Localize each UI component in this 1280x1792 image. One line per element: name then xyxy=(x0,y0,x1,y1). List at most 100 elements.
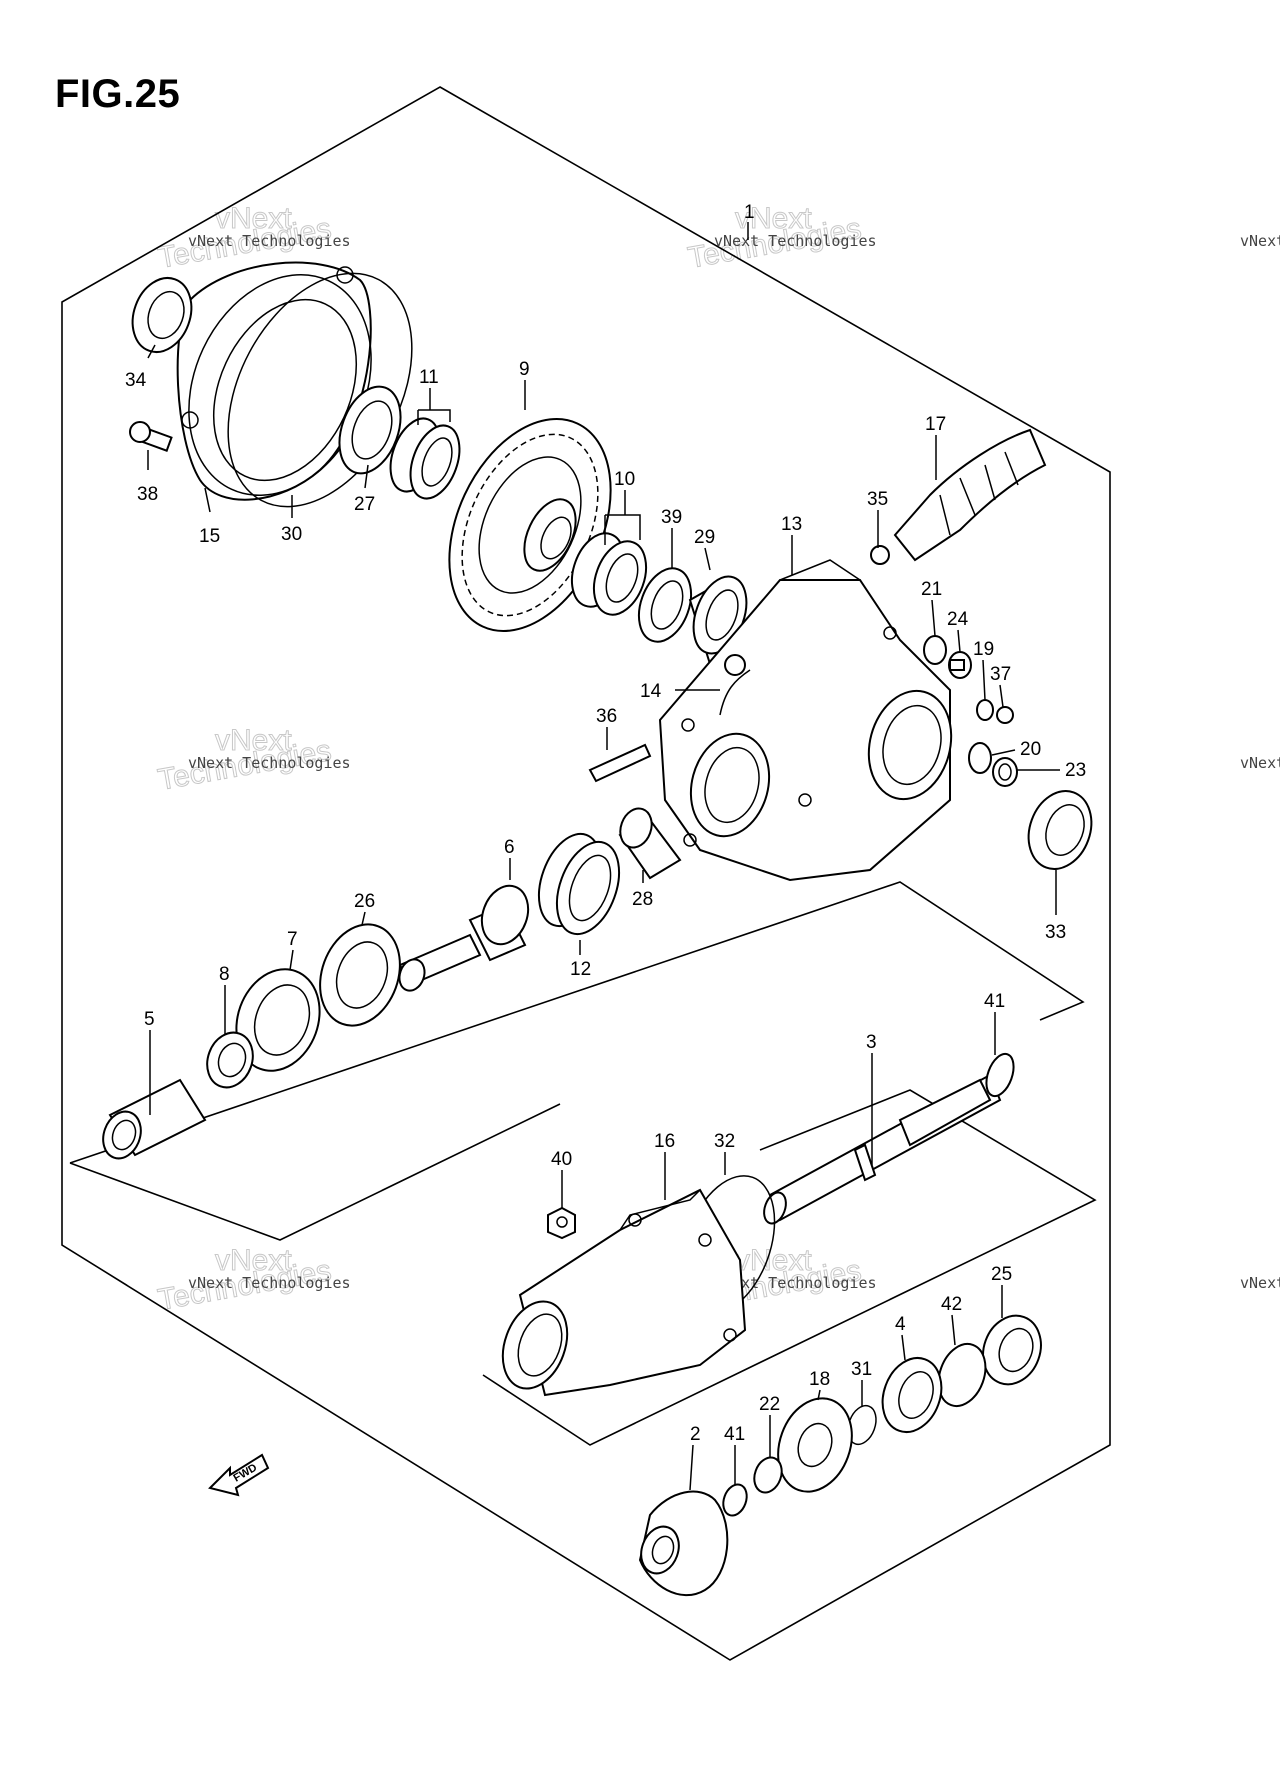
forward-direction-indicator: FWD xyxy=(208,1453,270,1497)
spacer-8 xyxy=(206,1031,254,1089)
callout-23: 23 xyxy=(1065,760,1086,781)
callout-13: 13 xyxy=(781,514,802,535)
watermark-brand-line1: vNext xyxy=(735,1244,812,1277)
callout-27: 27 xyxy=(354,494,375,515)
watermark-5: vNext Technologies vNext Technologies xyxy=(155,1244,351,1318)
bolt-37 xyxy=(996,706,1014,724)
callout-34: 34 xyxy=(125,370,147,391)
watermark-caption: vNext Technologies xyxy=(714,232,877,250)
watermark-edge-text: vNext xyxy=(1240,754,1280,772)
callout-19: 19 xyxy=(973,639,994,660)
oil-seal-33 xyxy=(1027,790,1093,870)
plug-24 xyxy=(948,651,972,679)
watermark-caption: vNext Technologies xyxy=(714,1274,877,1292)
callout-7: 7 xyxy=(287,929,298,950)
callout-39: 39 xyxy=(661,507,682,528)
callout-42: 42 xyxy=(941,1294,962,1315)
callout-25: 25 xyxy=(991,1264,1012,1285)
callout-41-lower: 41 xyxy=(724,1424,745,1445)
callout-labels: 1 2 3 4 5 6 7 8 9 10 11 12 13 14 15 16 1… xyxy=(125,202,1086,1445)
callout-16: 16 xyxy=(654,1131,675,1152)
breather-hose-14 xyxy=(719,654,751,716)
watermark-edge-1: vNext xyxy=(1240,232,1280,250)
callout-30: 30 xyxy=(281,524,302,545)
bolt-38 xyxy=(129,421,173,452)
callout-10: 10 xyxy=(614,469,635,490)
callout-8: 8 xyxy=(219,964,230,985)
callout-15: 15 xyxy=(199,526,220,547)
propeller-shaft-3 xyxy=(763,1073,1002,1225)
callout-31: 31 xyxy=(851,1359,872,1380)
watermark-caption: vNext Technologies xyxy=(188,754,351,772)
callout-14: 14 xyxy=(640,681,662,702)
callout-26: 26 xyxy=(354,891,375,912)
shaft-group-frame-lower xyxy=(69,1103,561,1241)
callout-9: 9 xyxy=(519,359,530,380)
callout-29: 29 xyxy=(694,527,715,548)
clamp-35 xyxy=(870,545,890,565)
callout-35: 35 xyxy=(867,489,888,510)
watermark-edge-3: vNext xyxy=(1240,1274,1280,1292)
callout-24: 24 xyxy=(947,609,969,630)
stud-36 xyxy=(588,743,652,783)
bearing-26 xyxy=(319,923,401,1027)
shaft-housing-16 xyxy=(501,1188,747,1397)
callout-20: 20 xyxy=(1020,739,1041,760)
circlip-41-lower xyxy=(722,1483,748,1517)
watermark-3: vNext Technologies vNext Technologies xyxy=(155,724,351,798)
gear-case-13 xyxy=(658,559,953,882)
callout-3: 3 xyxy=(866,1032,877,1053)
watermark-brand-line1: vNext xyxy=(215,1244,292,1277)
nut-40 xyxy=(547,1206,576,1240)
bearing-7 xyxy=(235,968,321,1072)
sleeve-5 xyxy=(102,1078,207,1160)
callout-1: 1 xyxy=(744,202,755,223)
washer-39 xyxy=(637,567,693,643)
washer-20 xyxy=(968,742,992,774)
bearing-27 xyxy=(338,385,402,475)
circlip-42 xyxy=(937,1343,987,1407)
washer-19 xyxy=(976,699,994,721)
callout-22: 22 xyxy=(759,1394,780,1415)
watermark-caption: vNext Technologies xyxy=(188,232,351,250)
watermark-edge-2: vNext xyxy=(1240,754,1280,772)
shim-set-12 xyxy=(537,832,621,936)
callout-41-upper: 41 xyxy=(984,991,1005,1012)
callout-28: 28 xyxy=(632,889,653,910)
callout-36: 36 xyxy=(596,706,617,727)
boot-17 xyxy=(893,428,1047,562)
watermark-edge-text: vNext xyxy=(1240,1274,1280,1292)
boot-2 xyxy=(638,1490,729,1597)
pinion-gear-6 xyxy=(398,884,530,992)
callout-2: 2 xyxy=(690,1424,701,1445)
callout-38: 38 xyxy=(137,484,158,505)
watermark-brand-line1: vNext xyxy=(215,724,292,757)
callout-17: 17 xyxy=(925,414,946,435)
leader-lines xyxy=(147,222,1060,1491)
ring-gear-9 xyxy=(448,418,612,632)
output-group-frame xyxy=(482,1089,1097,1446)
callout-12: 12 xyxy=(570,959,591,980)
watermark-edge-text: vNext xyxy=(1240,232,1280,250)
washer-22 xyxy=(753,1456,783,1494)
callout-33: 33 xyxy=(1045,922,1066,943)
circlip-41-upper xyxy=(985,1052,1015,1098)
washer-21 xyxy=(923,635,947,665)
bearing-25 xyxy=(982,1314,1042,1386)
dust-cover-18 xyxy=(777,1397,853,1493)
shim-set-11 xyxy=(389,417,461,500)
callout-21: 21 xyxy=(921,579,942,600)
shim-set-10 xyxy=(570,532,648,616)
oil-seal-4 xyxy=(881,1357,943,1433)
callout-32: 32 xyxy=(714,1131,735,1152)
watermark-caption: vNext Technologies xyxy=(188,1274,351,1292)
callout-18: 18 xyxy=(809,1369,830,1390)
assembly-frame xyxy=(61,86,1111,1661)
shaft-group-frame xyxy=(69,881,1085,1164)
callout-4: 4 xyxy=(895,1314,906,1335)
figure-title: FIG.25 xyxy=(55,72,181,116)
callout-5: 5 xyxy=(144,1009,155,1030)
watermark-2: vNext Technologies vNext Technologies xyxy=(685,202,877,276)
callout-40: 40 xyxy=(551,1149,572,1170)
